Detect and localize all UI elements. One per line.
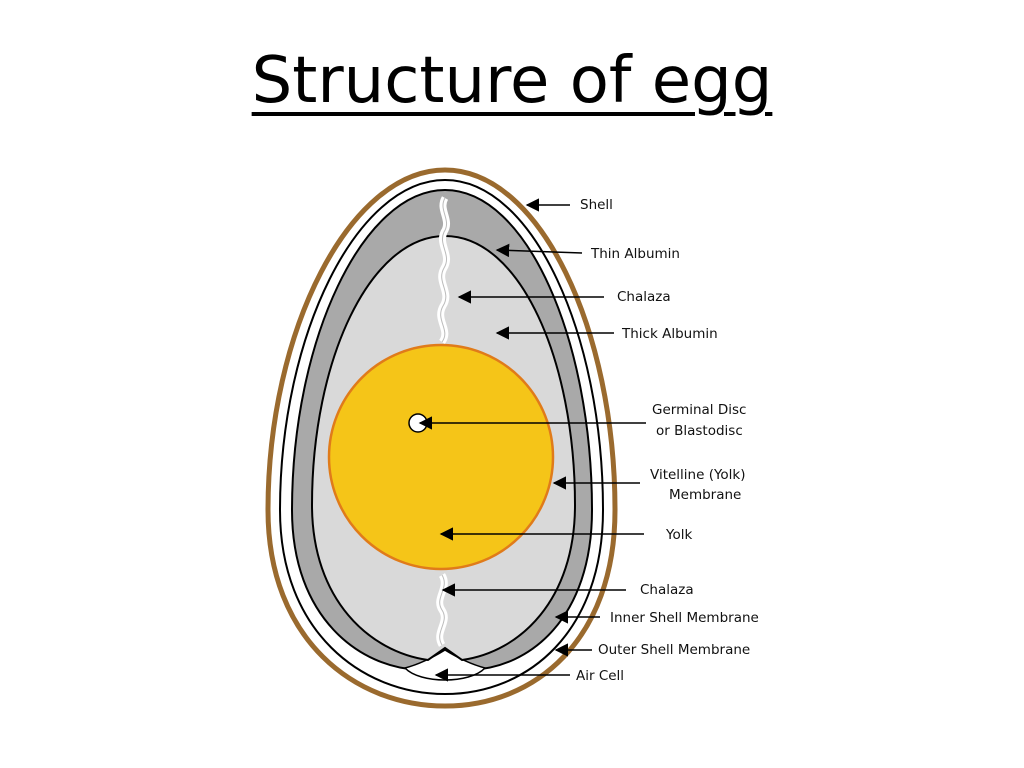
title-text: Structure of egg	[251, 44, 773, 118]
arrow-thin-albumin	[495, 243, 583, 258]
label-thin-albumin: Thin Albumin	[590, 246, 680, 262]
yolk	[327, 343, 555, 571]
label-germinal-disc-2: or Blastodisc	[656, 423, 743, 439]
label-vitelline-2: Membrane	[669, 487, 741, 503]
label-chalaza-bottom: Chalaza	[640, 582, 694, 598]
label-shell: Shell	[580, 197, 613, 213]
label-thick-albumin: Thick Albumin	[621, 326, 718, 342]
label-inner-shell-membrane: Inner Shell Membrane	[610, 610, 759, 626]
label-vitelline-1: Vitelline (Yolk)	[650, 467, 746, 483]
label-chalaza-top: Chalaza	[617, 289, 671, 305]
label-arrows	[418, 198, 646, 682]
page-title: Structure of egg	[0, 44, 1024, 118]
label-yolk: Yolk	[665, 527, 692, 543]
label-outer-shell-membrane: Outer Shell Membrane	[598, 642, 750, 658]
label-air-cell: Air Cell	[576, 668, 624, 684]
label-germinal-disc-1: Germinal Disc	[652, 402, 746, 418]
